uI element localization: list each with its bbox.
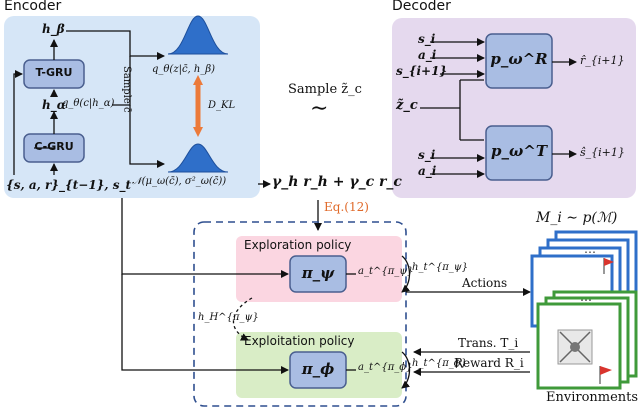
encoder-title: Encoder	[4, 0, 62, 14]
transition-model-box	[485, 125, 553, 181]
eq-reference: Eq.(12)	[324, 200, 369, 214]
env-distribution-label: M_i ∼ p(ℳ)	[536, 210, 618, 226]
actions-label: Actions	[462, 276, 508, 290]
svg-text:⋯: ⋯	[580, 293, 592, 307]
exploration-policy-symbol: π_ψ	[301, 264, 335, 282]
transition-feedback-label: Trans. T_i	[458, 336, 519, 350]
decoder-title: Decoder	[392, 0, 451, 14]
dkl-label: D_KL	[208, 100, 236, 111]
q-theta-c-label: q_θ(c|h_α)	[62, 98, 115, 109]
h-alpha-label: h_α	[42, 98, 66, 112]
q-theta-z-label: q_θ(z|c̄, h_β)	[152, 64, 216, 75]
transfer-hidden-label: h_H^{π_ψ}	[198, 312, 259, 323]
dec-z-input: z̃_c	[396, 98, 418, 113]
dec-r-input-s-next: s_{i+1}	[396, 64, 448, 78]
goal-flag-icon-back	[603, 258, 614, 274]
reward-model-label: p_ω^R	[490, 50, 548, 68]
exploration-hidden: h_t^{π_ψ}	[412, 262, 468, 273]
exploitation-title: Exploitation policy	[244, 334, 355, 348]
transition-model-label: p_ω^T	[490, 142, 547, 160]
t-gru-label: T-GRU	[35, 66, 73, 79]
encoder-input-label: {s, a, r}_{t−1}, s_t	[6, 178, 132, 192]
dec-t-input-a: a_i	[418, 164, 437, 178]
reward-formula: γ_h r_h + γ_c r_c	[272, 174, 402, 190]
sample-c-label: Sample c̄	[121, 66, 132, 113]
transition-output: ŝ_{i+1}	[580, 146, 625, 159]
exploration-action: a_t^{π_ψ}	[358, 266, 414, 277]
c-gru-label: C-GRU	[34, 140, 74, 153]
svg-text:⋯: ⋯	[584, 245, 596, 259]
goal-flag-icon	[599, 366, 612, 384]
reward-model-box	[485, 33, 553, 89]
prior-gaussian	[167, 143, 229, 173]
reward-output: r̂_{i+1}	[580, 54, 625, 67]
posterior-gaussian	[167, 15, 229, 55]
dec-r-input-a: a_i	[418, 48, 437, 62]
dec-r-input-s: s_i	[418, 32, 436, 46]
exploitation-hidden: h_t^{π_ϕ}	[412, 358, 467, 369]
reward-feedback-label: Reward R_i	[454, 356, 524, 370]
h-beta-label: h_β	[42, 22, 65, 36]
exploitation-policy-symbol: π_ϕ	[301, 360, 335, 378]
sample-z-label: Sample z̃_c	[288, 82, 362, 97]
environments-title: Environments	[546, 390, 639, 405]
exploration-title: Exploration policy	[244, 238, 352, 252]
exploitation-action: a_t^{π_ϕ}	[358, 362, 413, 373]
dec-t-input-s: s_i	[418, 148, 436, 162]
normal-prior-label: 𝒩(μ_ω(c̄), σ²_ω(c̄))	[132, 176, 227, 187]
policy-frame	[193, 221, 407, 407]
sample-tilde-symbol: ∼	[310, 96, 329, 121]
